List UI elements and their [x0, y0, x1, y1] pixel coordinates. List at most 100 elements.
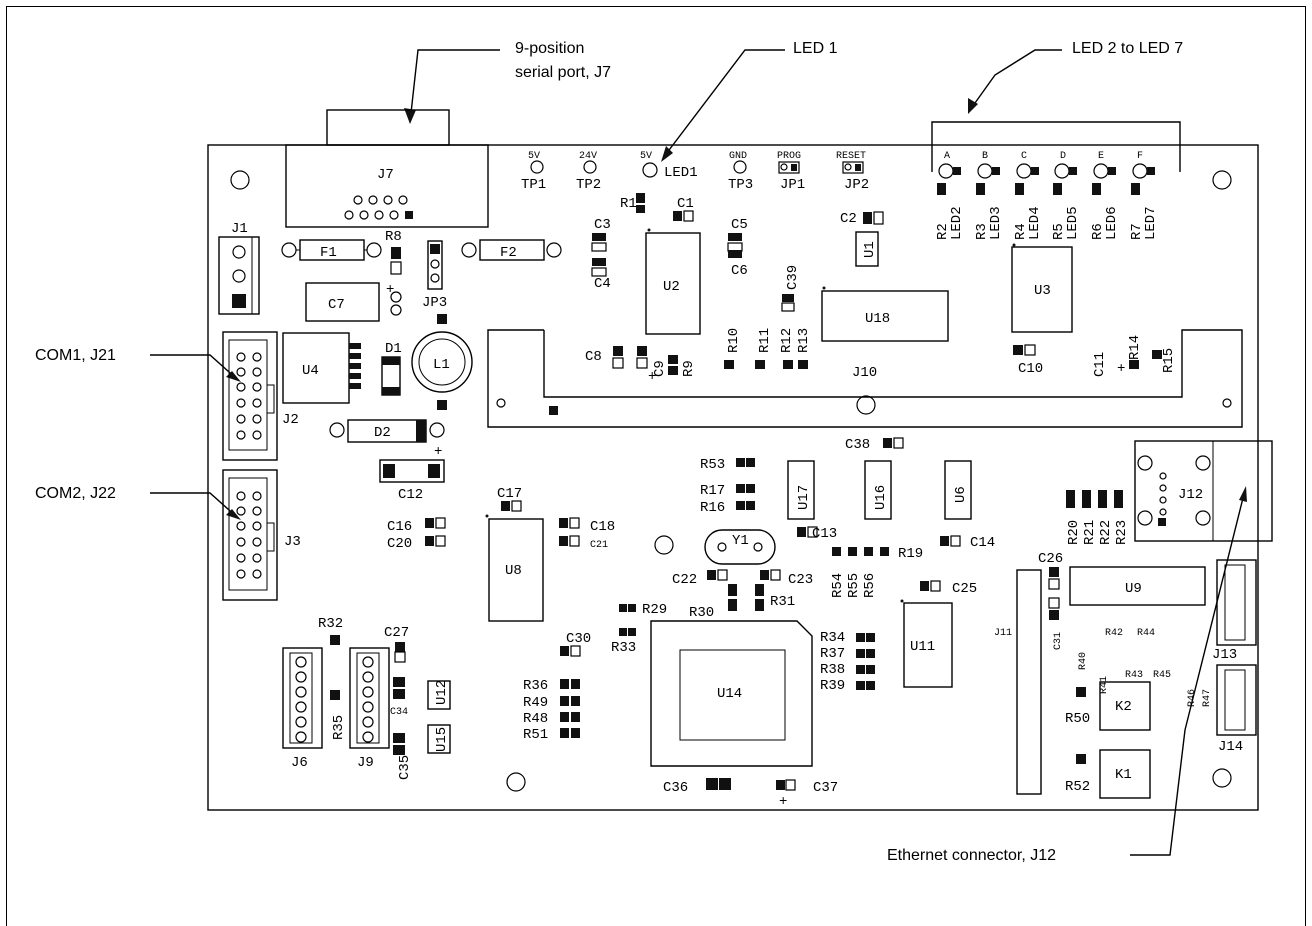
svg-text:U17: U17 [796, 485, 812, 510]
u18-area: C2 U1 C39 U18 [781, 211, 949, 342]
j13-j14-connectors: J13 J14 [1212, 559, 1257, 755]
svg-text:J2: J2 [282, 412, 299, 428]
svg-text:D1: D1 [385, 341, 402, 357]
svg-text:C21: C21 [590, 540, 608, 551]
svg-text:R51: R51 [523, 727, 548, 743]
svg-text:R20: R20 [1066, 520, 1082, 545]
svg-text:C35: C35 [397, 755, 413, 780]
u9-relay-area: C26 C31 U9 R42 R44 R40 R43 R45 R41 R46 R… [1038, 551, 1213, 799]
svg-text:U15: U15 [434, 727, 450, 752]
svg-text:C1: C1 [677, 196, 694, 212]
svg-text:C34: C34 [390, 707, 408, 718]
svg-text:J13: J13 [1212, 647, 1237, 663]
u14-plcc-chip: U14 [650, 620, 813, 767]
svg-text:J3: J3 [284, 534, 301, 550]
svg-text:R54: R54 [830, 573, 846, 598]
svg-text:R45: R45 [1153, 670, 1171, 681]
y1-crystal: Y1 [704, 529, 776, 565]
svg-text:U16: U16 [873, 485, 889, 510]
svg-text:+: + [648, 369, 656, 385]
r34-r39: R34 R37 R38 R39 [820, 630, 875, 694]
u2-area: R1 C1 C3 C4 U2 C5 C6 [591, 193, 748, 335]
svg-text:R23: R23 [1114, 520, 1130, 545]
svg-text:JP1: JP1 [780, 177, 805, 193]
svg-text:5V: 5V [640, 151, 652, 162]
svg-text:R15: R15 [1161, 348, 1177, 373]
j3-com2-header: J3 [222, 469, 301, 601]
svg-text:R17: R17 [700, 483, 725, 499]
svg-text:R46: R46 [1187, 689, 1198, 707]
svg-text:R10: R10 [726, 328, 742, 353]
svg-text:J10: J10 [852, 365, 877, 381]
svg-text:R12: R12 [779, 328, 795, 353]
svg-text:U9: U9 [1125, 581, 1142, 597]
svg-text:R47: R47 [1202, 689, 1213, 707]
svg-text:C27: C27 [384, 625, 409, 641]
svg-text:24V: 24V [579, 151, 597, 162]
svg-text:C5: C5 [731, 217, 748, 233]
regulator-area: U4 D1 L1 [282, 314, 473, 410]
svg-text:TP3: TP3 [728, 177, 753, 193]
svg-text:R4: R4 [1013, 223, 1029, 240]
svg-text:C14: C14 [970, 535, 995, 551]
svg-text:TP1: TP1 [521, 177, 546, 193]
svg-text:R50: R50 [1065, 711, 1090, 727]
svg-text:LED3: LED3 [988, 206, 1004, 240]
svg-text:D2: D2 [374, 425, 391, 441]
svg-text:R8: R8 [385, 229, 402, 245]
svg-text:R53: R53 [700, 457, 725, 473]
callout-led1: LED 1 [793, 40, 838, 57]
callout-serial-port-line2: serial port, J7 [515, 64, 611, 81]
svg-text:U2: U2 [663, 279, 680, 295]
svg-text:R16: R16 [700, 500, 725, 516]
svg-text:E: E [1098, 151, 1104, 162]
led-row: A B C D E F R2 LED2 R3 LED3 R4 LED4 R5 L… [935, 151, 1159, 240]
svg-text:R5: R5 [1051, 223, 1067, 240]
callout-leaders [150, 49, 1247, 856]
svg-text:C25: C25 [952, 581, 977, 597]
j7-label: J7 [377, 167, 394, 183]
svg-text:JP3: JP3 [422, 295, 447, 311]
svg-text:R1: R1 [620, 196, 637, 212]
j2-com1-header: J2 [222, 331, 299, 461]
svg-text:PROG: PROG [777, 151, 801, 162]
svg-text:LED6: LED6 [1104, 206, 1120, 240]
svg-text:F1: F1 [320, 245, 337, 261]
svg-text:R7: R7 [1129, 223, 1145, 240]
svg-text:TP2: TP2 [576, 177, 601, 193]
u14-support: C22 C23 R30 R31 R29 R33 [611, 569, 813, 656]
left-resistor-column: C30 R36 R49 R48 R51 [523, 631, 591, 743]
svg-text:C39: C39 [785, 265, 801, 290]
callout-com1: COM1, J21 [35, 347, 116, 364]
svg-text:R3: R3 [974, 223, 990, 240]
svg-text:GND: GND [729, 151, 747, 162]
svg-text:C2: C2 [840, 211, 857, 227]
svg-text:R29: R29 [642, 602, 667, 618]
svg-text:R49: R49 [523, 695, 548, 711]
svg-text:R14: R14 [1127, 335, 1143, 360]
j10-expansion-header: J10 C8 C9 + R9 R10 R11 R12 R13 C10 C11 +… [487, 328, 1243, 428]
svg-text:R22: R22 [1098, 520, 1114, 545]
svg-text:R52: R52 [1065, 779, 1090, 795]
callout-ethernet: Ethernet connector, J12 [887, 847, 1056, 864]
svg-text:C37: C37 [813, 780, 838, 796]
callout-led2-7: LED 2 to LED 7 [1072, 40, 1183, 57]
svg-text:R56: R56 [862, 573, 878, 598]
svg-text:R48: R48 [523, 711, 548, 727]
svg-text:C3: C3 [594, 217, 611, 233]
svg-text:C9: C9 [652, 360, 668, 377]
svg-text:+: + [779, 794, 787, 810]
svg-text:R38: R38 [820, 662, 845, 678]
svg-text:J11: J11 [994, 628, 1012, 639]
svg-text:R21: R21 [1082, 520, 1098, 545]
svg-text:C7: C7 [328, 297, 345, 313]
r20-r23: R20 R21 R22 R23 [1066, 490, 1130, 545]
svg-text:L1: L1 [433, 357, 450, 373]
svg-text:R2: R2 [935, 223, 951, 240]
r54-r56: R19 R54 R55 R56 [830, 546, 923, 598]
svg-text:C12: C12 [398, 487, 423, 503]
svg-text:U4: U4 [302, 363, 319, 379]
svg-text:R43: R43 [1125, 670, 1143, 681]
svg-text:C26: C26 [1038, 551, 1063, 567]
j7-serial-connector: J7 [285, 109, 489, 228]
